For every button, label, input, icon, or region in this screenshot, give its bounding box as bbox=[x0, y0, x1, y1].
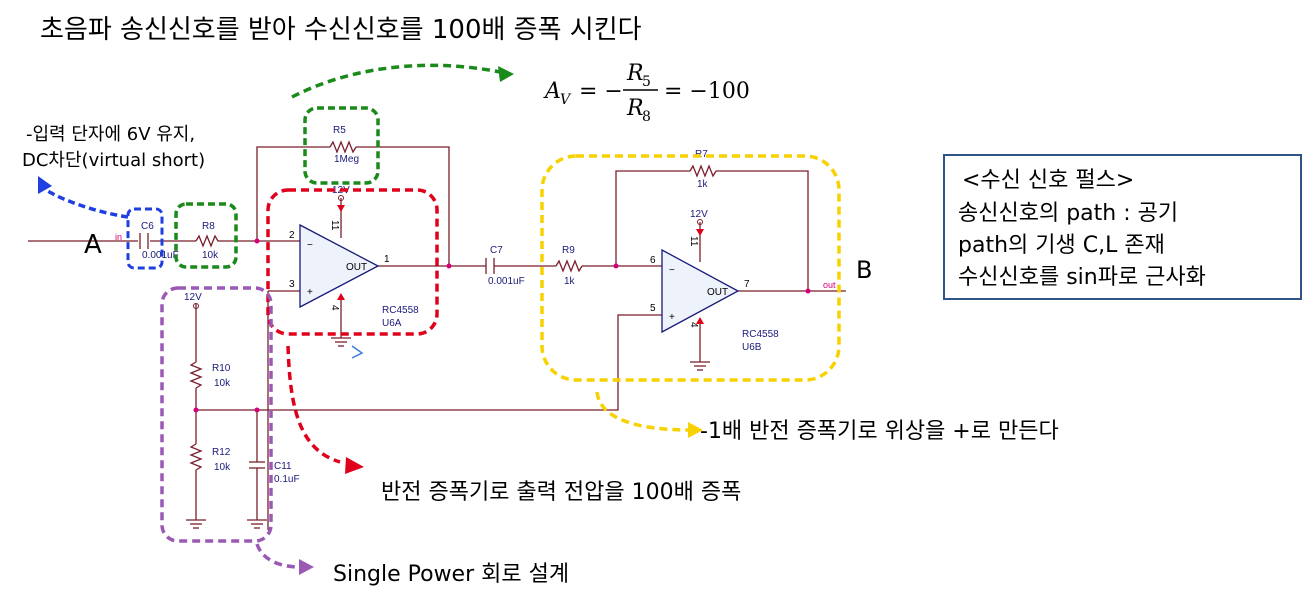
formula-num-sub: 5 bbox=[642, 74, 651, 90]
opamp-u6a: − + OUT 2 3 1 11 4 RC4558 U6A 12V bbox=[289, 185, 419, 359]
c7-ref: C7 bbox=[490, 245, 503, 256]
svg-text:−: − bbox=[669, 265, 675, 276]
formula-rhs: = −100 bbox=[664, 79, 750, 104]
single-power-note: Single Power 회로 설계 bbox=[333, 562, 569, 587]
r10-value: 10k bbox=[214, 378, 231, 389]
highlight-c6 bbox=[126, 207, 164, 270]
resistor-r8: R8 10k bbox=[195, 221, 220, 261]
r10-ref: R10 bbox=[212, 363, 231, 374]
highlight-u6a bbox=[266, 188, 439, 336]
u6b-pin-vn: 4 bbox=[688, 322, 699, 328]
formula-den-sub: 8 bbox=[642, 109, 651, 125]
c6-ref: C6 bbox=[141, 221, 154, 232]
svg-text:+: + bbox=[307, 287, 313, 298]
formula-eq: = − bbox=[579, 79, 623, 104]
r7-value: 1k bbox=[697, 179, 709, 190]
node-label-a: A bbox=[84, 230, 102, 260]
r7-ref: R7 bbox=[695, 149, 708, 160]
arrow-purple bbox=[255, 543, 314, 575]
junction-dots bbox=[193, 238, 811, 413]
u6a-part: RC4558 bbox=[382, 305, 419, 316]
u6b-pin-non: 5 bbox=[650, 303, 656, 314]
phase-note: -1배 반전 증폭기로 위상을 +로 만든다 bbox=[700, 419, 1059, 444]
bias-divider: 12V R10 10k R12 10k C11 0.1uF bbox=[184, 292, 300, 529]
resistor-r5: R5 1Meg bbox=[329, 125, 359, 165]
c6-value: 0.001uF bbox=[142, 250, 179, 261]
arrow-yellow bbox=[595, 391, 703, 438]
u6b-supply-label: 12V bbox=[690, 209, 708, 220]
info-line2: 송신신호의 path : 공기 bbox=[958, 201, 1178, 226]
c11-value: 0.1uF bbox=[274, 474, 300, 485]
info-box bbox=[943, 154, 1302, 300]
invert-amp-note: 반전 증폭기로 출력 전압을 100배 증폭 bbox=[381, 480, 741, 505]
capacitor-c6: C6 0.001uF bbox=[139, 221, 179, 261]
arrow-red bbox=[286, 345, 364, 474]
u6b-part: RC4558 bbox=[742, 329, 779, 340]
r12-value: 10k bbox=[214, 462, 231, 473]
divider-supply-label: 12V bbox=[184, 292, 202, 303]
u6b-pin-inv: 6 bbox=[650, 255, 656, 266]
r9-ref: R9 bbox=[562, 245, 575, 256]
arrow-green bbox=[291, 63, 514, 99]
r9-value: 1k bbox=[564, 276, 576, 287]
capacitor-c7: C7 0.001uF bbox=[485, 245, 525, 287]
u6a-pin-out: 1 bbox=[384, 254, 390, 265]
u6b-ref: U6B bbox=[742, 342, 762, 353]
highlight-r5 bbox=[303, 106, 380, 185]
opamp-u6b: − + OUT 6 5 7 11 4 RC4558 U6B 12V bbox=[650, 209, 779, 371]
info-line3: path의 기생 C,L 존재 bbox=[958, 233, 1165, 258]
highlight-u6b bbox=[540, 154, 841, 382]
c11-ref: C11 bbox=[274, 461, 292, 472]
u6a-ref: U6A bbox=[382, 318, 402, 329]
u6a-pin-inv: 2 bbox=[289, 230, 295, 241]
u6b-pin-vp: 11 bbox=[688, 236, 699, 247]
r5-value: 1Meg bbox=[334, 154, 359, 165]
r12-ref: R12 bbox=[212, 447, 231, 458]
u6b-out-label: OUT bbox=[707, 287, 728, 298]
svg-text:+: + bbox=[669, 312, 675, 323]
highlight-bias bbox=[160, 286, 273, 543]
gain-formula: A V = − R 5 R 8 = −100 bbox=[543, 61, 750, 125]
resistor-r9: R9 1k bbox=[555, 245, 583, 287]
u6a-pin-vp: 11 bbox=[329, 220, 340, 231]
resistor-r7: R7 1k bbox=[689, 149, 717, 190]
u6b-pin-out: 7 bbox=[744, 279, 750, 290]
input-note-line2: DC차단(virtual short) bbox=[22, 150, 205, 171]
highlight-r8 bbox=[174, 202, 238, 269]
node-label-out: out bbox=[823, 280, 836, 290]
info-line1: <수신 신호 펄스> bbox=[962, 168, 1134, 193]
r8-ref: R8 bbox=[202, 221, 215, 232]
u6a-pin-vn: 4 bbox=[329, 305, 340, 311]
input-note-line1: -입력 단자에 6V 유지, bbox=[26, 124, 195, 145]
u6a-out-label: OUT bbox=[346, 262, 367, 273]
page-title: 초음파 송신신호를 받아 수신신호를 100배 증폭 시킨다 bbox=[40, 15, 642, 45]
formula-lhs: A bbox=[543, 79, 561, 104]
info-line4: 수신신호를 sin파로 근사화 bbox=[958, 265, 1206, 290]
c7-value: 0.001uF bbox=[488, 276, 525, 287]
formula-den: R bbox=[626, 96, 644, 121]
node-label-in: in bbox=[115, 232, 122, 242]
node-label-b: B bbox=[856, 256, 872, 284]
r8-value: 10k bbox=[202, 250, 219, 261]
formula-num: R bbox=[626, 61, 644, 86]
arrow-blue bbox=[38, 176, 129, 219]
formula-lhs-sub: V bbox=[560, 92, 572, 108]
svg-text:−: − bbox=[307, 240, 313, 251]
wires bbox=[28, 146, 846, 530]
r5-ref: R5 bbox=[333, 125, 346, 136]
u6a-pin-non: 3 bbox=[289, 279, 295, 290]
